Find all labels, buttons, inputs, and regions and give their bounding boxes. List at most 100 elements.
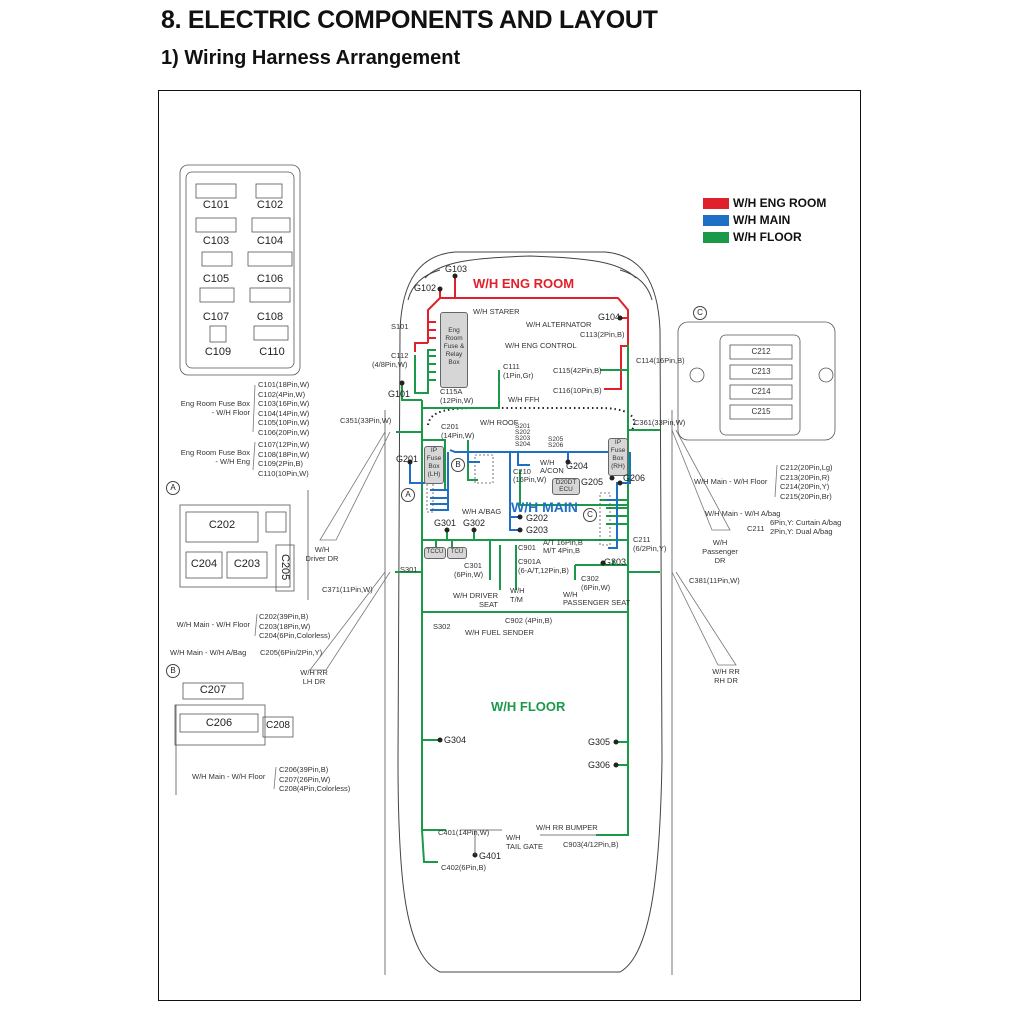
splice-label: S203	[515, 435, 531, 442]
ground-points	[399, 273, 623, 858]
tccu-module: TCCU	[424, 547, 446, 559]
ground-g104: G104	[598, 312, 621, 322]
group2-label-line1: Eng Room Fuse Box	[180, 448, 250, 457]
passenger-dr-text: W/H	[712, 538, 728, 547]
ground-g203: G203	[526, 525, 549, 535]
eng-room-fuse-relay-box: Eng Room Fuse & Relay Box	[440, 312, 468, 388]
marker-a: A	[166, 481, 180, 495]
label-wh-passenger-seat: W/H PASSENGER SEAT	[563, 591, 630, 607]
page-title: 8. ELECTRIC COMPONENTS AND LAYOUT	[161, 6, 658, 34]
connector-c901a: C901A	[518, 557, 541, 566]
group1-item: C101(18Pin,W)	[258, 380, 310, 389]
detail-a-abag-label: W/H Main - W/H A/Bag	[170, 648, 247, 657]
driver-seat-text: W/H DRIVER	[453, 591, 498, 600]
splice-s301: S301	[400, 565, 418, 574]
legend-label-main: W/H MAIN	[733, 213, 791, 227]
ip-rh-text: Box	[612, 455, 624, 462]
passenger-dr-text: Passenger	[702, 547, 738, 556]
connector-c901: C901	[518, 543, 536, 552]
connector-c302-spec: (6Pin,W)	[581, 583, 611, 592]
label-wh-driver-dr: W/H Driver DR	[302, 545, 342, 563]
door-harness-leads	[252, 384, 778, 790]
connector-c211: C211	[633, 535, 651, 544]
detail-a-floor-item: C204(6Pin,Colorless)	[259, 631, 331, 640]
connector-c105: C105	[202, 273, 230, 285]
connector-c102: C102	[256, 199, 284, 211]
group1-item: C103(16Pin,W)	[258, 399, 310, 408]
legend-label-eng-room: W/H ENG ROOM	[733, 196, 827, 210]
connector-c115a-spec: (12Pin,W)	[440, 396, 474, 405]
ground-g101: G101	[388, 389, 411, 399]
ground-g304: G304	[444, 735, 467, 745]
rr-rh-dr-text: RH DR	[714, 676, 738, 685]
connector-c213: C213	[751, 367, 771, 376]
detail-c-floor-item: C213(20Pin,R)	[780, 472, 830, 482]
ip-rh-text: IP	[614, 439, 622, 446]
wh-main-wires	[409, 449, 631, 549]
harness-title-eng-room: W/H ENG ROOM	[473, 276, 575, 291]
wh-eng-room-wires	[414, 277, 629, 390]
connector-c103: C103	[202, 235, 230, 247]
group2-item: C108(18Pin,W)	[258, 449, 310, 459]
splice-label: S202	[515, 429, 531, 436]
splices-s201-s204: S201 S202 S203 S204	[515, 423, 531, 448]
connector-c104: C104	[256, 235, 284, 247]
detail-b-floor-item: C207(26Pin,W)	[279, 774, 331, 784]
connector-c203: C203	[233, 558, 261, 570]
connector-c301: C301	[464, 561, 482, 570]
ip-lh-text: Fuse	[426, 455, 442, 462]
connector-c210: C210	[513, 467, 531, 476]
label-wh-alternator: W/H ALTERNATOR	[526, 320, 592, 329]
label-wh-passenger-dr: W/H Passenger DR	[698, 538, 742, 565]
ip-lh-text: IP	[430, 447, 438, 454]
splice-label: S201	[515, 423, 531, 430]
connector-c207: C207	[199, 684, 227, 696]
connector-c215: C215	[751, 407, 771, 416]
connector-c381: C381(11Pin,W)	[689, 576, 740, 585]
c901-item: M/T 4Pin,B	[543, 546, 580, 555]
connector-c110: C110	[259, 346, 285, 358]
section-subtitle: 1) Wiring Harness Arrangement	[161, 47, 461, 69]
connector-c114: C114(16Pin,B)	[636, 356, 685, 365]
ip-rh-text: Fuse	[610, 447, 626, 454]
ip-rh-text: (RH)	[611, 463, 625, 470]
marker-c: C	[693, 306, 707, 320]
ground-g204: G204	[566, 461, 589, 471]
ecu-text: ECU	[559, 486, 573, 493]
label-wh-tm: W/H T/M	[510, 586, 525, 604]
group1-item: C104(14Pin,W)	[258, 408, 310, 418]
connector-c402: C402(6Pin,B)	[441, 863, 487, 872]
connector-c205: C205	[279, 554, 291, 581]
connector-c109: C109	[204, 346, 232, 358]
ip-lh-text: (LH)	[427, 471, 441, 478]
connector-drawings	[174, 164, 836, 795]
connector-c111: C111	[503, 362, 520, 371]
group1-item: C105(10Pin,W)	[258, 418, 310, 427]
harness-title-floor: W/H FLOOR	[491, 699, 566, 714]
ground-g401: G401	[479, 851, 502, 861]
detail-b-floor-item: C208(4Pin,Colorless)	[279, 784, 351, 793]
connector-c108: C108	[256, 311, 284, 323]
ecu-text: D20DT	[555, 479, 577, 486]
label-wh-roof: W/H ROOF	[480, 418, 519, 427]
connector-c351: C351(33Pin,W)	[340, 416, 392, 425]
driver-dr-text: W/H	[314, 545, 330, 554]
splice-s302: S302	[433, 622, 451, 631]
connector-c112-spec: (4/8Pin,W)	[372, 360, 408, 369]
splices-s205-s206: S205 S206	[548, 436, 563, 449]
c901-item: A/T 16Pin,B	[543, 538, 583, 547]
connector-c401: C401(14Pin,W)	[438, 828, 490, 837]
label-wh-abag: W/H A/BAG	[462, 507, 502, 516]
ip-fuse-box-lh: IP Fuse Box (LH)	[424, 446, 444, 484]
ground-g205: G205	[581, 477, 604, 487]
connector-c214: C214	[751, 387, 771, 396]
tail-gate-text: TAIL GATE	[506, 842, 543, 851]
detail-c-abag-label: W/H Main - W/H A/bag	[705, 509, 781, 518]
connector-c202: C202	[208, 519, 236, 531]
label-wh-acon: W/H A/CON	[540, 459, 564, 475]
connector-c115a: C115A	[440, 387, 463, 396]
legend-swatch-floor	[703, 232, 729, 243]
label-wh-rr-bumper: W/H RR BUMPER	[536, 823, 598, 832]
detail-c-floor-label: W/H Main - W/H Floor	[694, 477, 768, 486]
